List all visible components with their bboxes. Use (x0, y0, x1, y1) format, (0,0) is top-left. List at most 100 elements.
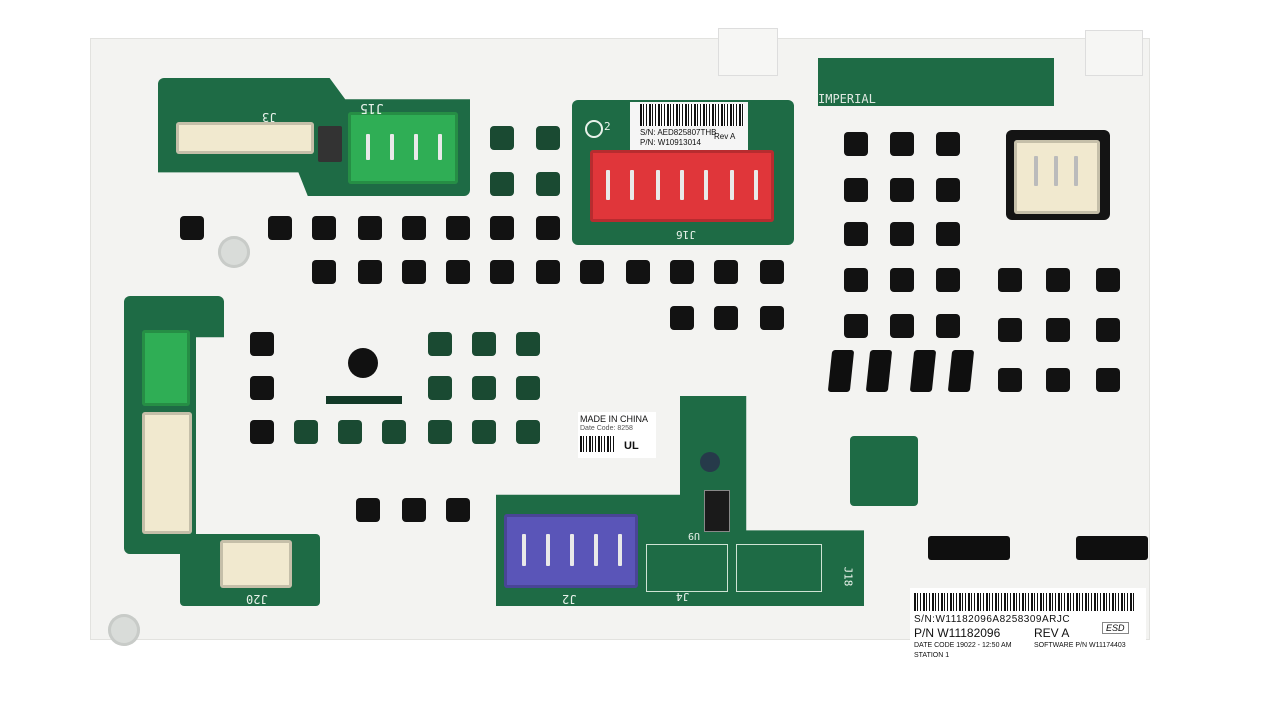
vent-hole (536, 216, 560, 240)
main-label-part-number: P/N W11182096 (914, 626, 1001, 640)
vent-hole (446, 260, 470, 284)
component-block (318, 126, 342, 162)
vent-hole (382, 420, 406, 444)
upper-label-sn: S/N: AED825807THB (640, 128, 717, 137)
connector-j20 (220, 540, 292, 588)
vent-hole (890, 132, 914, 156)
vent-hole (402, 260, 426, 284)
main-label-esd: ESD (1102, 622, 1129, 634)
vent-hole (516, 332, 540, 356)
vent-hole (998, 368, 1022, 392)
vent-slot (827, 350, 855, 392)
vent-hole (490, 126, 514, 150)
vent-hole (1046, 268, 1070, 292)
connector-ivory-right (1014, 140, 1100, 214)
middle-label-cert: UL (624, 440, 639, 452)
main-label-station: STATION 1 (914, 652, 950, 659)
pcb-window-small (850, 436, 918, 506)
vent-hole (1046, 318, 1070, 342)
connector-j16 (590, 150, 774, 222)
vent-hole (1046, 368, 1070, 392)
knob-icon (348, 348, 378, 378)
main-label-date-code: DATE CODE 19022 - 12:50 AM (914, 642, 1012, 649)
vent-hole (402, 216, 426, 240)
silk-j2: J2 (562, 592, 577, 606)
vent-hole (446, 216, 470, 240)
main-label-software-pn: SOFTWARE P/N W11174403 (1034, 642, 1126, 649)
vent-hole (844, 132, 868, 156)
component-u9 (704, 490, 730, 532)
upper-label-pn: P/N: W10913014 (640, 138, 701, 147)
vent-slot (947, 350, 975, 392)
vent-hole (402, 498, 426, 522)
vent-hole (536, 260, 560, 284)
upper-label-rev: Rev A (714, 132, 736, 141)
sensor-dot (700, 452, 720, 472)
vent-hole (936, 268, 960, 292)
vent-hole (428, 420, 452, 444)
upper-barcode (640, 104, 744, 126)
mounting-hole (218, 236, 250, 268)
vent-hole (472, 420, 496, 444)
silk-j4: J4 (676, 590, 690, 603)
vent-hole (890, 178, 914, 202)
vent-hole (1096, 368, 1120, 392)
vent-hole (936, 222, 960, 246)
vent-hole (312, 216, 336, 240)
vent-hole (490, 260, 514, 284)
vent-hole (250, 420, 274, 444)
vent-hole (356, 498, 380, 522)
mounting-hole (108, 614, 140, 646)
vent-hole (844, 314, 868, 338)
connector-j4 (646, 544, 728, 592)
housing-tab (718, 28, 778, 76)
housing-slot (928, 536, 1010, 560)
silk-imperial: IMPERIAL (818, 92, 876, 106)
connector-j2 (504, 514, 638, 588)
vent-hole (338, 420, 362, 444)
vent-hole (998, 268, 1022, 292)
vent-hole (714, 306, 738, 330)
connector-j15 (348, 112, 458, 184)
silk-j15: J15 (360, 100, 384, 115)
vent-hole (490, 216, 514, 240)
vent-hole (268, 216, 292, 240)
vent-hole (890, 268, 914, 292)
vent-hole (1096, 268, 1120, 292)
connector-j18 (736, 544, 822, 592)
vent-hole (446, 498, 470, 522)
vent-hole (998, 318, 1022, 342)
vent-slot (865, 350, 893, 392)
vent-hole (516, 420, 540, 444)
vent-hole (936, 314, 960, 338)
vent-hole (844, 178, 868, 202)
vent-hole (536, 126, 560, 150)
vent-hole (844, 222, 868, 246)
vent-hole (714, 260, 738, 284)
vent-hole (760, 260, 784, 284)
vent-hole (516, 376, 540, 400)
silk-j16: J16 (676, 228, 696, 241)
silk-rev-tiny: 2 (604, 120, 611, 133)
indicator-strip (326, 396, 402, 404)
vent-hole (428, 332, 452, 356)
vent-hole (626, 260, 650, 284)
vent-hole (358, 260, 382, 284)
vent-slot (909, 350, 937, 392)
copyright-icon (585, 120, 603, 138)
silk-j3: J3 (262, 110, 277, 124)
vent-hole (428, 376, 452, 400)
vent-hole (312, 260, 336, 284)
pcb-window-imperial (818, 58, 1054, 106)
housing-tab (1085, 30, 1143, 76)
vent-hole (358, 216, 382, 240)
vent-hole (536, 172, 560, 196)
vent-hole (936, 178, 960, 202)
vent-hole (1096, 318, 1120, 342)
main-label-rev: REV A (1034, 626, 1070, 640)
vent-hole (472, 332, 496, 356)
vent-hole (250, 376, 274, 400)
vent-hole (890, 222, 914, 246)
vent-hole (472, 376, 496, 400)
main-label-serial: S/N:W11182096A8258309ARJC (914, 614, 1071, 625)
